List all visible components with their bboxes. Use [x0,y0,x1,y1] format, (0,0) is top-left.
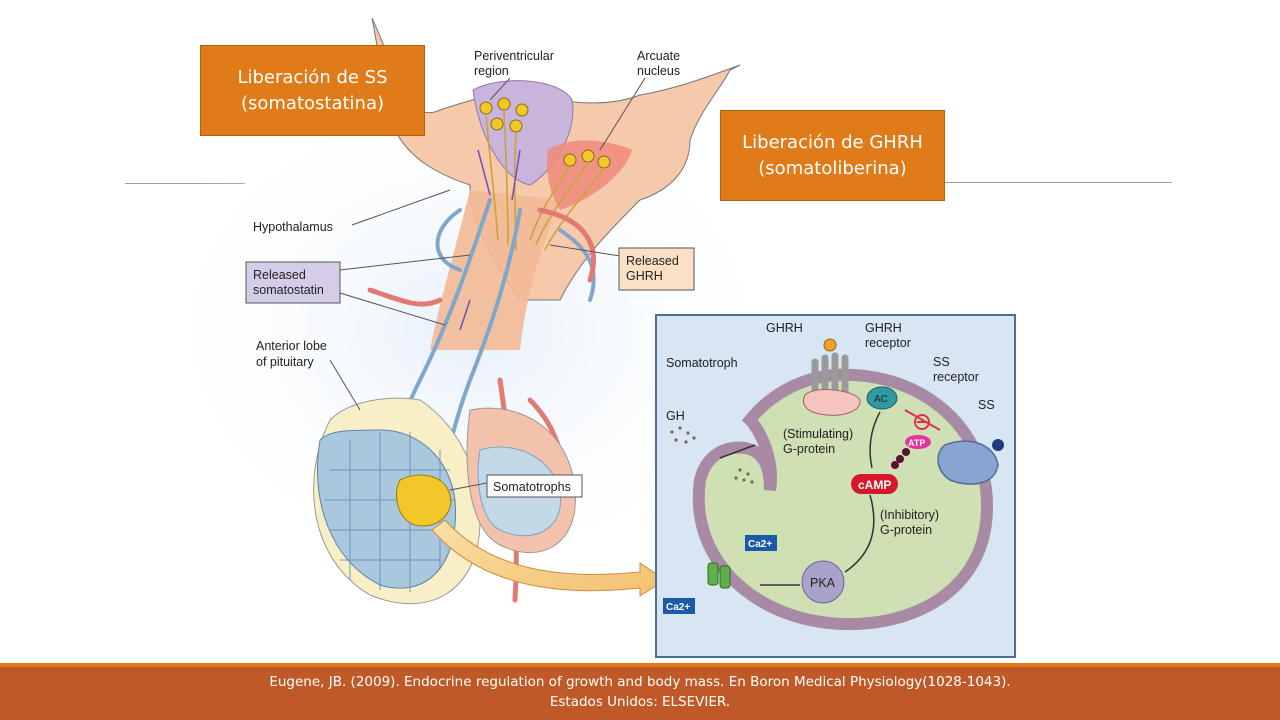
released-ghrh-box [618,247,695,291]
inhibitory-g-protein-label: (Inhibitory)G-protein [880,508,939,537]
somatotrophs-box [486,474,583,498]
ghrh-callout-line1: Liberación de GHRH [742,131,923,153]
ac-enzyme [866,386,898,410]
stimulating-g-protein [803,389,861,416]
atp-molecule [905,435,931,449]
ss-receptor [937,440,999,485]
ss-label: SS [978,398,995,412]
pituitary-stalk [430,190,560,350]
ghrh-receptor [811,352,849,410]
somatotroph-label: Somatotroph [666,356,738,370]
zoom-arrow [431,519,666,597]
camp-label: cAMP [858,478,891,492]
ghrh-callout-line2: (somatoliberina) [758,157,907,179]
citation-line2: Estados Unidos: ELSEVIER. [549,694,731,710]
pka-label: PKA [810,576,836,590]
ss-callout-line2: (somatostatina) [240,92,385,114]
signal-arrows [719,411,881,586]
ss-callout-line1: Liberación de SS [237,66,388,88]
atp-chain [891,448,910,469]
ca-out-label: Ca2+ [666,602,690,613]
cell-grid [325,432,455,592]
camp-badge [851,474,898,494]
divider-line-left [125,183,245,184]
pka-enzyme [801,560,845,604]
inhibition-arrow [904,409,941,431]
ca-in-box [745,535,777,551]
periventricular-neurons [479,97,529,133]
atp-label: ATP [908,438,925,448]
axons [485,109,605,251]
ghrh-release-callout: Liberación de GHRH (somatoliberina) [720,110,945,201]
ca-in-label: Ca2+ [748,539,772,550]
calcium-channel [707,562,731,589]
somatotroph-cluster [396,474,452,527]
ss-ligand [992,439,1004,451]
ghrh-ligand [823,338,837,352]
somatotrophs-label: Somatotrophs [493,480,571,494]
ghrh-label: GHRH [766,321,803,335]
divider-line-right [945,182,1172,183]
gh-granules [670,426,754,484]
stimulating-g-protein-label: (Stimulating)G-protein [783,427,853,456]
hypothalamus-label: Hypothalamus [253,220,333,234]
gh-label: GH [666,409,685,423]
ss-release-callout: Liberación de SS (somatostatina) [200,45,425,136]
released-somatostatin-box [245,261,341,304]
ca-out-box [663,598,695,614]
leader-lines [329,77,646,491]
arcuate-neurons [563,149,611,169]
inhibition-symbol [914,414,930,430]
citation-line1: Eugene, JB. (2009). Endocrine regulation… [269,674,1011,690]
citation-footer: Eugene, JB. (2009). Endocrine regulation… [0,663,1280,720]
ac-label: AC [874,394,888,405]
